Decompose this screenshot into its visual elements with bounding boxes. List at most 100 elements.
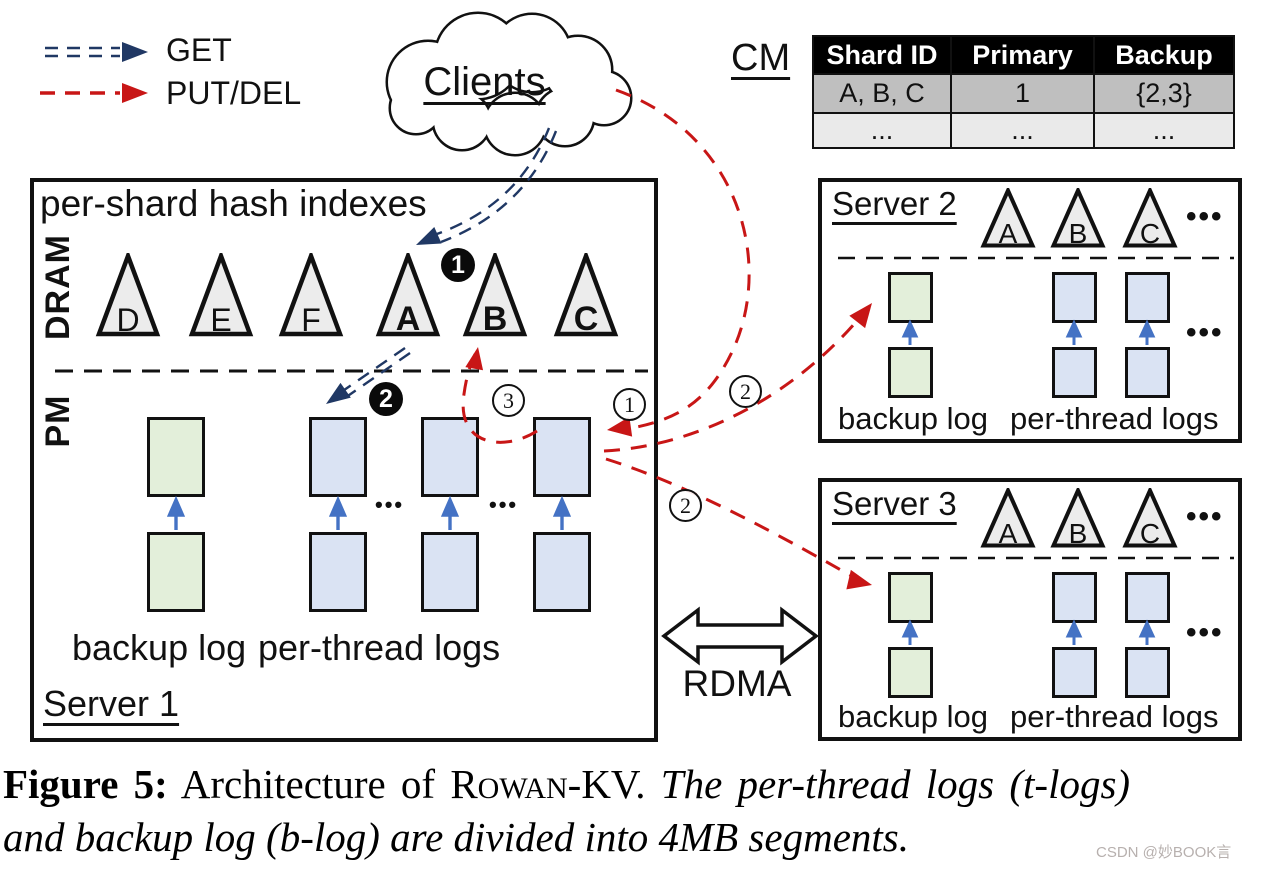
thread-log-segment [1125, 272, 1170, 323]
cm-cell-shards: A, B, C [812, 73, 952, 114]
thread-log-segment [421, 417, 479, 497]
cm-table-row: A, B, C 1 {2,3} [812, 73, 1235, 114]
cm-table: Shard ID Primary Backup A, B, C 1 {2,3} … [812, 35, 1235, 149]
ellipsis-dots: ••• [1186, 616, 1224, 649]
caption-italic-text: and backup log (b-log) are divided into … [3, 814, 909, 860]
thread-log-segment [421, 532, 479, 612]
thread-log-segment [533, 532, 591, 612]
thread-log-segment [309, 417, 367, 497]
triangle-label: F [301, 302, 321, 338]
triangle-label: C [1139, 218, 1161, 249]
thread-log-segment [309, 532, 367, 612]
legend-get-arrow [45, 42, 148, 62]
triangle-label: A [998, 218, 1018, 249]
server2-backup-log-label: backup log [838, 401, 988, 436]
shard-index-triangle-d: D [95, 253, 161, 337]
thread-log-segment [1125, 347, 1170, 398]
shard-index-triangle-a: A [980, 488, 1036, 548]
triangle-label: E [210, 302, 232, 338]
thread-log-segment [1052, 272, 1097, 323]
cm-header-shard-id: Shard ID [812, 35, 952, 75]
cm-header-primary: Primary [950, 35, 1095, 75]
triangle-label: B [1068, 218, 1088, 249]
caption-line-1: Figure 5: Architecture of ROWAN-KV. The … [3, 760, 1269, 813]
rdma-double-arrow [661, 606, 819, 666]
thread-log-segment [1052, 647, 1097, 698]
ellipsis-dots: ••• [1186, 500, 1224, 533]
step-marker-put-3: 3 [492, 384, 525, 417]
triangle-label: B [482, 300, 508, 338]
ellipsis-dots: ••• [489, 492, 519, 517]
cm-label: CM [731, 37, 791, 79]
step-marker-put-1: 1 [613, 388, 646, 421]
shard-index-triangle-b: B [462, 253, 528, 337]
server1-hash-indexes-label: per-shard hash indexes [40, 183, 427, 224]
cm-cell-ellipsis: ... [812, 112, 952, 149]
shard-index-triangle-a: A [375, 253, 441, 337]
figure-caption: Figure 5: Architecture of ROWAN-KV. The … [3, 760, 1269, 861]
server3-backup-log-label: backup log [838, 699, 988, 734]
shard-index-triangle-c: C [1122, 488, 1178, 548]
triangle-label: C [1139, 518, 1161, 549]
shard-index-triangle-a: A [980, 188, 1036, 248]
legend-get-label: GET [166, 32, 232, 68]
shard-index-triangle-b: B [1050, 188, 1106, 248]
thread-log-segment [1125, 647, 1170, 698]
cm-cell-ellipsis: ... [1093, 112, 1235, 149]
server1-pm-label: PM [39, 394, 77, 448]
shard-index-triangle-c: C [553, 253, 619, 337]
server1-backup-log-label: backup log [72, 627, 247, 668]
cm-table-row: ... ... ... [812, 112, 1235, 149]
server3-title: Server 3 [832, 485, 957, 522]
triangle-label: C [573, 300, 599, 338]
clients-label: Clients [423, 60, 546, 104]
ellipsis-dots: ••• [1186, 200, 1224, 233]
triangle-label: A [395, 300, 421, 338]
cm-cell-ellipsis: ... [950, 112, 1095, 149]
cm-table-header-row: Shard ID Primary Backup [812, 35, 1235, 75]
caption-italic-text: The per-thread logs (t-logs) [660, 761, 1131, 807]
shard-index-triangle-e: E [188, 253, 254, 337]
legend-putdel-label: PUT/DEL [166, 75, 302, 111]
backup-log-segment [147, 417, 205, 497]
thread-log-segment [533, 417, 591, 497]
thread-log-segment [1125, 572, 1170, 623]
backup-log-segment [888, 572, 933, 623]
server3-per-thread-logs-label: per-thread logs [1010, 699, 1219, 734]
caption-figure-number: Figure 5: [3, 761, 168, 807]
caption-text: -KV. [567, 761, 661, 807]
cm-header-backup: Backup [1093, 35, 1235, 75]
caption-line-2: and backup log (b-log) are divided into … [3, 813, 1269, 861]
shard-index-triangle-b: B [1050, 488, 1106, 548]
step-marker-put-2: 2 [729, 375, 762, 408]
server3-box: Server 3 A B C ••• ••• backup log per-th… [818, 478, 1242, 741]
step-marker-put-2: 2 [669, 489, 702, 522]
thread-log-segment [1052, 572, 1097, 623]
ellipsis-dots: ••• [1186, 316, 1224, 349]
cm-cell-backup: {2,3} [1093, 73, 1235, 114]
backup-log-segment [888, 272, 933, 323]
backup-log-segment [147, 532, 205, 612]
server1-dram-label: DRAM [39, 234, 77, 340]
triangle-label: A [998, 518, 1018, 549]
shard-index-triangle-f: F [278, 253, 344, 337]
server2-per-thread-logs-label: per-thread logs [1010, 401, 1219, 436]
server2-title: Server 2 [832, 185, 957, 222]
server1-title: Server 1 [43, 683, 180, 724]
server1-box: per-shard hash indexes DRAM PM D E F A B… [30, 178, 658, 742]
caption-smallcaps: OWAN [477, 772, 568, 805]
shard-index-triangle-c: C [1122, 188, 1178, 248]
legend-putdel-arrow [40, 83, 148, 103]
thread-log-segment [1052, 347, 1097, 398]
backup-log-segment [888, 647, 933, 698]
triangle-label: D [116, 302, 140, 338]
rdma-label: RDMA [682, 663, 792, 704]
cm-cell-primary: 1 [950, 73, 1095, 114]
step-marker-get-1: 1 [441, 248, 475, 282]
server1-per-thread-logs-label: per-thread logs [258, 627, 501, 668]
server2-box: Server 2 A B C ••• ••• backup log per-th… [818, 178, 1242, 443]
triangle-label: B [1068, 518, 1088, 549]
backup-log-segment [888, 347, 933, 398]
ellipsis-dots: ••• [375, 492, 405, 517]
